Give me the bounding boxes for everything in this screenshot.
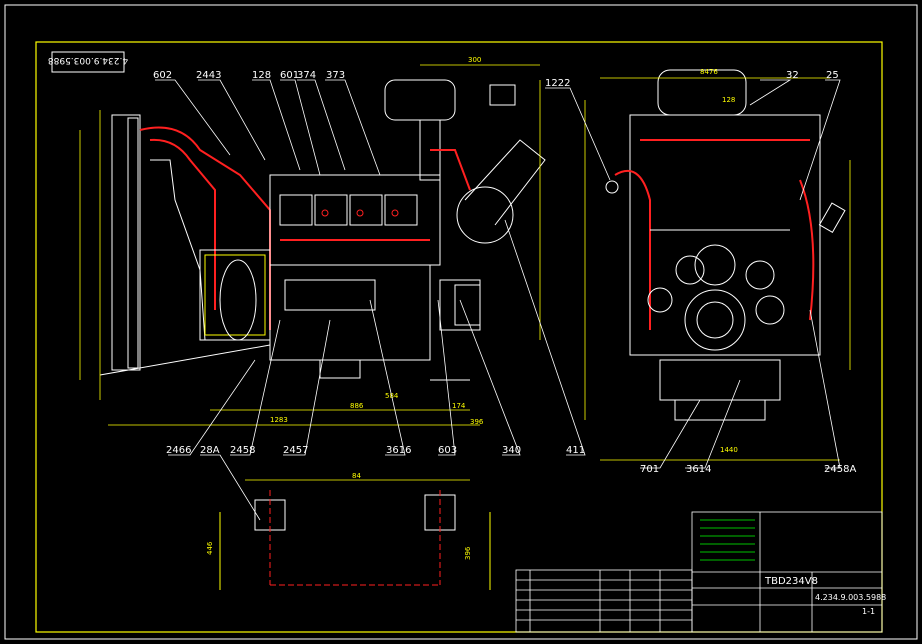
dim-300: 300	[468, 56, 481, 64]
dim-8476: 8476	[700, 68, 718, 76]
callout-603: 603	[438, 445, 457, 456]
callout-2466: 2466	[166, 445, 191, 456]
dim-396: 396	[470, 418, 484, 426]
callout-25: 25	[826, 70, 839, 81]
callout-2443: 2443	[196, 70, 221, 81]
title-block	[515, 511, 883, 633]
callout-32: 32	[786, 70, 799, 81]
title-model: TBD234V8	[764, 576, 818, 587]
dim-174: 174	[452, 402, 466, 410]
engine-block	[269, 174, 441, 266]
callout-601: 601	[280, 70, 299, 81]
title-block-text: TBD234V8 4.234.9.003.5988 1-1	[764, 576, 886, 616]
callout-labels: 602 2443 128 601 374 373 1222 32 25 2466…	[153, 70, 856, 475]
dimension-texts: 300 8476 128 886 174 396 1283 584 1440 8…	[206, 56, 738, 560]
callout-340: 340	[502, 445, 521, 456]
inner-frame	[35, 41, 883, 633]
callout-701: 701	[640, 464, 659, 475]
coolant-pipe	[139, 126, 271, 330]
dimension-lines	[79, 64, 851, 481]
callout-3616: 3616	[386, 445, 411, 456]
callouts	[155, 79, 841, 521]
dim-84: 84	[352, 472, 361, 480]
callout-28a: 28A	[200, 445, 220, 456]
dim-886: 886	[350, 402, 364, 410]
callout-602: 602	[153, 70, 172, 81]
side-view	[99, 79, 546, 381]
dim-1440: 1440	[720, 446, 738, 454]
callout-2458: 2458	[230, 445, 255, 456]
callout-3614: 3614	[686, 464, 711, 475]
crank-pulley	[684, 289, 746, 351]
dim-128: 128	[722, 96, 735, 104]
callout-2457: 2457	[283, 445, 308, 456]
radiator	[111, 114, 141, 371]
drawing-code-box: 4.234.9.003.5988	[48, 51, 128, 73]
front-view	[605, 69, 846, 421]
callout-128: 128	[252, 70, 271, 81]
callout-374: 374	[297, 70, 316, 81]
outer-frame	[4, 4, 918, 640]
turbocharger	[456, 186, 514, 244]
mount-detail	[219, 490, 491, 590]
callout-411: 411	[566, 445, 585, 456]
drawing-code-text: 4.234.9.003.5988	[48, 55, 128, 65]
air-filter	[384, 79, 456, 121]
dim-446: 446	[206, 541, 214, 555]
dim-396b: 396	[464, 546, 472, 560]
callout-1222: 1222	[545, 78, 570, 89]
title-sheet: 1-1	[862, 607, 875, 616]
callout-2458a: 2458A	[824, 464, 856, 475]
title-code: 4.234.9.003.5988	[815, 593, 886, 602]
front-air-filter	[657, 69, 747, 116]
dim-1283: 1283	[270, 416, 288, 424]
callout-373: 373	[326, 70, 345, 81]
